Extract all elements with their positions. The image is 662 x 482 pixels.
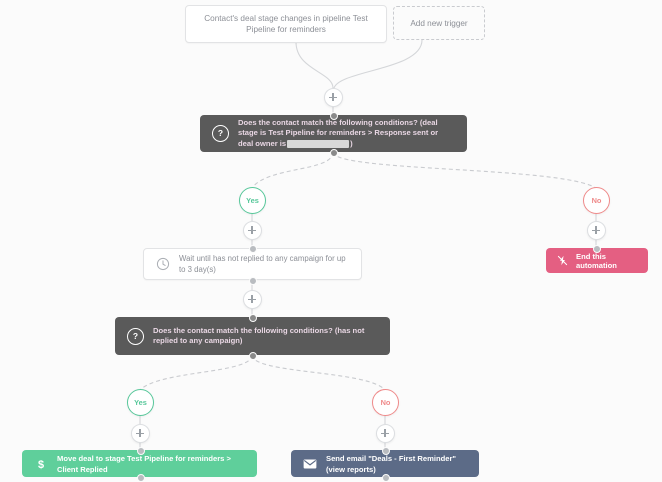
- branch-yes-2[interactable]: Yes: [127, 389, 154, 416]
- condition-2-bottom-dot: [249, 352, 257, 360]
- trigger-card[interactable]: Contact's deal stage changes in pipeline…: [185, 5, 387, 43]
- add-step-button-3[interactable]: [587, 221, 606, 240]
- condition-1-text-after: ): [350, 138, 353, 148]
- condition-1-top-dot: [330, 112, 338, 120]
- add-new-trigger-button[interactable]: Add new trigger: [393, 6, 485, 40]
- condition-node-2[interactable]: ? Does the contact match the following c…: [115, 317, 390, 355]
- condition-2-label: Does the contact match the following con…: [153, 325, 365, 346]
- branch-no-1-label: No: [591, 196, 602, 205]
- envelope-icon: [303, 458, 317, 469]
- question-mark-icon: ?: [127, 327, 144, 345]
- branch-no-2-label: No: [380, 398, 391, 407]
- wait-label: Wait until has not replied to any campai…: [179, 254, 346, 274]
- branch-yes-2-label: Yes: [134, 398, 147, 407]
- wait-top-dot: [249, 245, 257, 253]
- condition-1-text: Does the contact match the following con…: [238, 118, 455, 150]
- branch-no-1[interactable]: No: [583, 187, 610, 214]
- branch-yes-1[interactable]: Yes: [239, 187, 266, 214]
- add-step-button-4[interactable]: [243, 290, 262, 309]
- question-mark-icon: ?: [212, 125, 229, 142]
- condition-1-text-before: Does the contact match the following con…: [238, 117, 439, 148]
- end-automation-label: End this automation: [576, 251, 617, 270]
- add-step-button-5[interactable]: [131, 424, 150, 443]
- add-step-button-6[interactable]: [376, 424, 395, 443]
- clock-icon: [156, 257, 170, 271]
- condition-2-top-dot: [249, 314, 257, 322]
- end-automation-top-dot: [593, 245, 601, 253]
- condition-1-bottom-dot: [330, 149, 338, 157]
- svg-text:$: $: [38, 458, 44, 470]
- branch-yes-1-label: Yes: [246, 196, 259, 205]
- branch-no-2[interactable]: No: [372, 389, 399, 416]
- wait-bottom-dot: [249, 277, 257, 285]
- stop-automation-icon: [557, 255, 568, 266]
- dollar-icon: $: [38, 458, 44, 470]
- add-step-button-2[interactable]: [243, 221, 262, 240]
- move-deal-top-dot: [137, 447, 145, 455]
- send-email-top-dot: [382, 447, 390, 455]
- condition-node-1[interactable]: ? Does the contact match the following c…: [200, 115, 467, 152]
- add-step-button-1[interactable]: [324, 88, 343, 107]
- redacted-value: [287, 139, 350, 148]
- trigger-label: Contact's deal stage changes in pipeline…: [204, 14, 368, 34]
- action-move-deal-label: Move deal to stage Test Pipeline for rem…: [57, 453, 231, 474]
- add-new-trigger-label: Add new trigger: [410, 18, 468, 28]
- action-send-email-label: Send email "Deals - First Reminder" (vie…: [326, 453, 457, 474]
